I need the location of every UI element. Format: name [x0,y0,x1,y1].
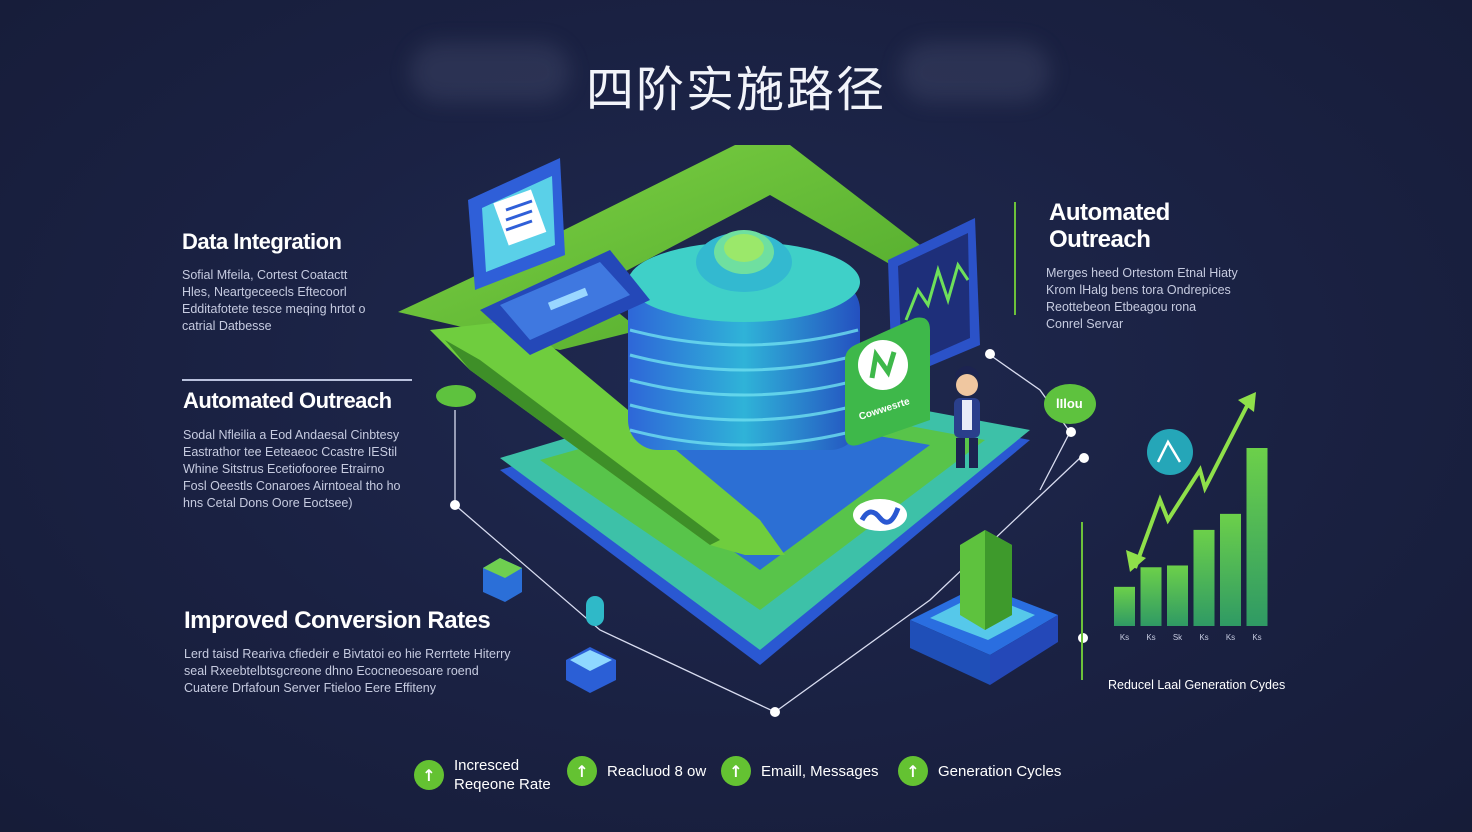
body-line: Eastrathor tee Eeteaeoc Ccastre IEStil [183,445,397,459]
bowl-icon [436,385,476,407]
bullet-item: ↑ Generation Cycles [898,756,1061,786]
body-line: Sofial Mfeila, Cortest Coatactt [182,268,348,282]
green-arrow-lower [430,320,785,555]
capsule-icon [586,596,604,626]
bullet-label: Generation Cycles [938,762,1061,781]
section-body-improved-conversion: Lerd taisd Reariva cfiedeir e Bivtatoi e… [184,646,511,697]
body-line: Fosl Oeestls Conaroes Airntoeal tho ho [183,479,401,493]
chart-caption: Reducel Laal Generation Cydes [1108,678,1286,692]
platform-inner-well [600,415,930,570]
bullet-label: Incresced Reqeone Rate [454,756,551,794]
bullet-label-line: Emaill, Messages [761,762,879,780]
bullet-label-line: Incresced [454,757,520,774]
divider [182,379,412,381]
bullet-item: ↑ Incresced Reqeone Rate [414,756,551,794]
body-line: catrial Datbesse [182,319,272,333]
section-heading-automated-outreach: Automated Outreach [183,388,392,413]
green-arrow-shadow [445,340,720,545]
section-body-data-integration: Sofial Mfeila, Cortest Coatactt Hles, Ne… [182,267,365,335]
connector-dot [985,349,995,359]
body-line: Lerd taisd Reariva cfiedeir e Bivtatoi e… [184,647,511,661]
section-heading-data-integration: Data Integration [182,229,342,254]
body-line: Edditafotete tesce meqing hrtot o [182,302,366,316]
speech-bubble-label: lIlou [1056,396,1083,411]
person-figure [954,366,980,468]
body-line: Cuatere Drfafoun Server Ftieloo Eere Eff… [184,681,436,695]
section-body-automated-outreach: Sodal Nfleilia a Eod Andaesal Cinbtesy E… [183,427,400,512]
arrow-up-icon: ↑ [414,760,444,790]
connector-dot [1066,427,1076,437]
page-title: 四阶实施路径 [585,62,886,118]
connector-dot [450,500,460,510]
bullet-label: Emaill, Messages [761,762,879,781]
section-heading-improved-conversion: Improved Conversion Rates [184,607,491,634]
body-line: Conrel Servar [1046,317,1124,331]
body-line: Whine Sitstrus Ecetiofooree Etrairno [183,462,385,476]
title-smudge-right [900,42,1050,102]
body-line: hns Cetal Dons Oore Eoctsee) [183,496,353,510]
connector-dot [770,707,780,717]
body-line: Krom lHalg bens tora Ondrepices [1046,283,1231,297]
chart-badge-icon [1147,429,1193,475]
bullet-label-line: Generation Cycles [938,762,1062,780]
speech-bubble-icon [1044,384,1096,424]
right-body: Merges heed Ortestom Etnal Hiaty Krom lH… [1046,265,1238,333]
server-cylinder [628,280,860,450]
body-line: Hles, Neartgeceecls Eftecoorl [182,285,347,299]
connector-line [989,354,1071,491]
bullet-label: Reacluod 8 ow [607,762,706,781]
body-line: Merges heed Ortestom Etnal Hiaty [1046,266,1238,280]
title-smudge-left [410,42,570,102]
body-line: Sodal Nfleilia a Eod Andaesal Cinbtesy [183,428,400,442]
arrow-up-icon: ↑ [567,756,597,786]
bullet-item: ↑ Reacluod 8 ow [567,756,706,786]
bullet-item: ↑ Emaill, Messages [721,756,879,786]
bullet-label-line: Reqeone Rate [454,776,551,793]
bullet-label-line: Reacluod 8 ow [607,762,707,780]
right-heading-line: Automated [1049,199,1170,226]
right-heading-line: Outreach [1049,226,1151,253]
arrow-up-icon: ↑ [721,756,751,786]
body-line: seal Rxeebtelbtsgcreone dhno Ecocneoesoa… [184,664,479,678]
body-line: Reottebeon Etbeagou rona [1046,300,1197,314]
arrow-up-icon: ↑ [898,756,928,786]
right-heading: Automated Outreach [1049,199,1170,253]
connector-dot [1079,453,1089,463]
